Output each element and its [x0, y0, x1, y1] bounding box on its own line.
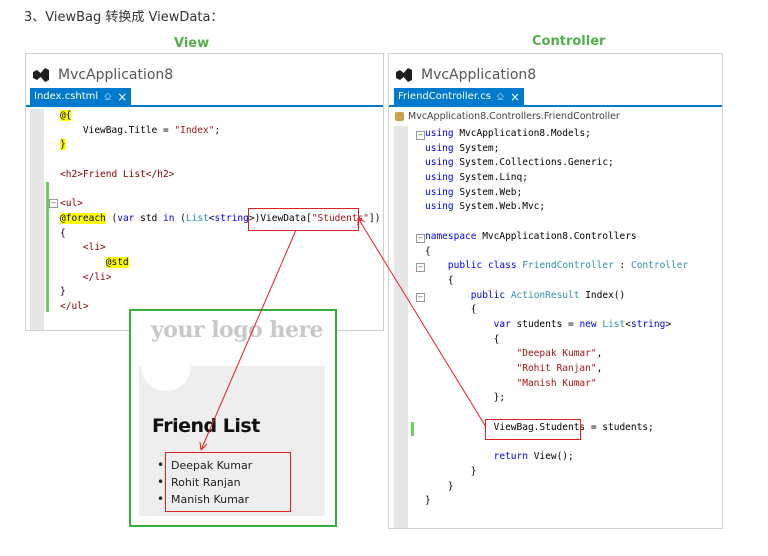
change-marker: [46, 182, 49, 312]
visual-studio-logo-icon: [396, 68, 412, 82]
viewbag-highlight: [485, 419, 581, 440]
change-marker: [411, 422, 414, 436]
controller-code[interactable]: using MvcApplication8.Models; using Syste…: [425, 127, 688, 509]
breadcrumb[interactable]: MvcApplication8.Controllers.FriendContro…: [395, 111, 620, 122]
code-line[interactable]: ViewBag.Students = students;: [425, 421, 654, 433]
controller-editor-pane: MvcApplication8 FriendController.cs ⎐ × …: [388, 53, 723, 529]
view-label: View: [174, 36, 210, 51]
code-line[interactable]: "Deepak Kumar",: [516, 348, 603, 360]
list-item: Rohit Ranjan: [157, 474, 252, 491]
code-line[interactable]: <h2>Friend List</h2>: [60, 168, 175, 180]
code-line[interactable]: namespace MvcApplication8.Controllers: [425, 230, 637, 242]
code-line[interactable]: }: [425, 465, 477, 477]
fold-toggle-icon[interactable]: −: [49, 199, 58, 208]
code-line[interactable]: {: [425, 304, 477, 316]
tab-index-cshtml[interactable]: Index.cshtml ⎐ ×: [30, 88, 132, 105]
code-line[interactable]: }: [425, 480, 454, 492]
visual-studio-logo-icon: [33, 68, 49, 82]
code-line[interactable]: using System.Linq;: [425, 172, 528, 184]
fold-toggle-icon[interactable]: −: [416, 293, 425, 302]
fold-toggle-icon[interactable]: −: [416, 234, 425, 243]
tab-friendcontroller-cs[interactable]: FriendController.cs ⎐ ×: [394, 88, 525, 105]
tab-label: FriendController.cs: [398, 91, 491, 102]
code-line[interactable]: @{: [60, 110, 72, 121]
arrow-head-icon: [357, 217, 366, 226]
friend-list: Deepak KumarRohit RanjanManish Kumar: [157, 457, 252, 508]
code-line[interactable]: var students = new List<string>: [493, 318, 672, 330]
view-app-title: MvcApplication8: [58, 67, 174, 83]
tab-underline: [26, 105, 383, 107]
decorative-circle: [141, 351, 191, 391]
pin-icon[interactable]: ⎐: [496, 91, 505, 102]
view-code[interactable]: @{ ViewBag.Title = "Index";} <h2>Friend L…: [60, 109, 380, 315]
fold-toggle-icon[interactable]: −: [416, 263, 425, 272]
code-line[interactable]: using System;: [425, 142, 500, 154]
code-line[interactable]: {: [425, 333, 500, 345]
view-editor-pane: MvcApplication8 Index.cshtml ⎐ × − @{ Vi…: [25, 53, 384, 331]
code-line[interactable]: {: [60, 227, 66, 239]
code-line[interactable]: {: [425, 274, 454, 286]
code-line[interactable]: </li>: [60, 271, 112, 283]
tab-label: Index.cshtml: [34, 91, 99, 102]
code-line[interactable]: using System.Web.Mvc;: [425, 201, 546, 213]
code-line[interactable]: "Manish Kumar": [516, 377, 597, 389]
code-line[interactable]: using System.Collections.Generic;: [425, 157, 614, 169]
arrow-line: [357, 217, 487, 428]
arrow-head-icon: [199, 441, 208, 451]
code-line[interactable]: @std: [105, 256, 129, 268]
fold-toggle-icon[interactable]: −: [416, 131, 425, 140]
code-line[interactable]: }: [425, 495, 431, 507]
code-line[interactable]: {: [425, 245, 431, 257]
code-line[interactable]: "Rohit Ranjan",: [516, 363, 603, 374]
code-line[interactable]: return View();: [493, 451, 574, 463]
class-icon: [395, 112, 404, 121]
friend-list-title: Friend List: [152, 415, 260, 437]
code-line[interactable]: <li>: [60, 242, 106, 254]
close-icon[interactable]: ×: [510, 89, 521, 104]
code-line[interactable]: ViewBag.Title = "Index";: [60, 124, 221, 136]
code-line[interactable]: };: [425, 392, 506, 404]
controller-app-title-bar: MvcApplication8: [395, 64, 536, 86]
controller-app-title: MvcApplication8: [421, 67, 537, 83]
code-line[interactable]: public ActionResult Index(): [470, 289, 626, 301]
list-highlight: [165, 452, 291, 512]
controller-label: Controller: [532, 34, 606, 49]
list-item: Manish Kumar: [157, 491, 252, 508]
code-line[interactable]: }: [60, 139, 66, 151]
code-line[interactable]: </ul>: [60, 300, 89, 312]
view-app-title-bar: MvcApplication8: [32, 64, 173, 86]
breadcrumb-text: MvcApplication8.Controllers.FriendContro…: [408, 111, 620, 122]
list-item: Deepak Kumar: [157, 457, 252, 474]
page-heading: 3、ViewBag 转换成 ViewData：: [24, 10, 224, 25]
code-line[interactable]: }: [60, 286, 66, 298]
code-line[interactable]: public class FriendController : Controll…: [447, 260, 689, 272]
controller-editor-gutter: [394, 126, 408, 528]
pin-icon[interactable]: ⎐: [104, 91, 112, 102]
code-line[interactable]: using System.Web;: [425, 186, 523, 198]
tab-underline: [389, 105, 722, 107]
code-line[interactable]: @foreach (var std in (List<string>)ViewD…: [60, 212, 381, 224]
code-line[interactable]: using MvcApplication8.Models;: [425, 128, 591, 139]
arrow-line: [200, 229, 297, 451]
logo-placeholder: your logo here: [151, 317, 324, 343]
code-line[interactable]: <ul>: [60, 198, 83, 210]
view-editor-gutter: [30, 109, 44, 330]
rendered-page-preview: your logo here Friend List Deepak KumarR…: [129, 309, 337, 527]
close-icon[interactable]: ×: [117, 89, 128, 104]
